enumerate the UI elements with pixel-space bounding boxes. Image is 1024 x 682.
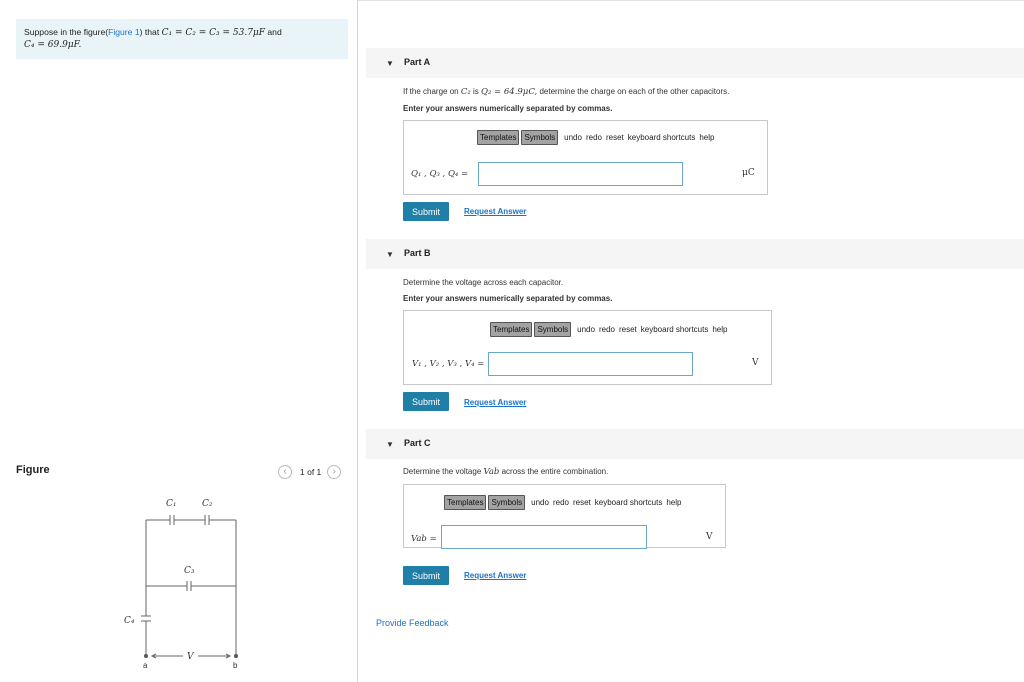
templates-button[interactable]: Templates xyxy=(490,322,533,337)
undo-button[interactable]: undo xyxy=(531,498,549,507)
undo-button[interactable]: undo xyxy=(564,133,582,142)
keyboard-shortcuts-button[interactable]: keyboard shortcuts xyxy=(594,498,663,507)
part-c-toolbar: Templates Symbols undo redo reset keyboa… xyxy=(444,495,681,510)
part-c-submit-button[interactable]: Submit xyxy=(403,566,449,585)
redo-button[interactable]: redo xyxy=(552,498,569,507)
part-a-answer-input[interactable] xyxy=(478,162,683,186)
collapse-triangle-icon[interactable]: ▼ xyxy=(386,250,394,259)
part-a-request-answer-link[interactable]: Request Answer xyxy=(464,207,527,216)
symbols-button[interactable]: Symbols xyxy=(488,495,526,510)
undo-button[interactable]: undo xyxy=(577,325,595,334)
part-c-question-pre: Determine the voltage xyxy=(403,467,484,476)
problem-mid: ) that xyxy=(139,27,162,37)
cap-equality: C₁ = C₂ = C₃ = 53.7μF xyxy=(161,28,266,38)
templates-button[interactable]: Templates xyxy=(477,130,520,145)
label-c4: C₄ xyxy=(124,616,135,626)
part-c-title: Part C xyxy=(404,438,431,448)
redo-button[interactable]: redo xyxy=(598,325,615,334)
part-c-eq-label: Vab = xyxy=(411,534,437,544)
part-a-question-is: is xyxy=(470,87,481,96)
templates-button[interactable]: Templates xyxy=(444,495,487,510)
part-b-title: Part B xyxy=(404,248,431,258)
circuit-diagram: C₁ C₂ C₃ C₄ V a b xyxy=(124,499,238,670)
problem-and: and xyxy=(265,27,282,37)
part-b-answer-box: Templates Symbols undo redo reset keyboa… xyxy=(403,310,772,385)
part-a-title: Part A xyxy=(404,57,431,67)
collapse-triangle-icon[interactable]: ▼ xyxy=(386,59,394,68)
figure-pager: ‹ 1 of 1 › xyxy=(278,465,342,479)
help-button[interactable]: help xyxy=(699,133,715,142)
part-b-request-answer-link[interactable]: Request Answer xyxy=(464,398,527,407)
redo-button[interactable]: redo xyxy=(585,133,602,142)
part-c-question-var: Vab xyxy=(483,467,500,477)
part-c-answer-input[interactable] xyxy=(441,525,647,549)
part-a-instruction: Enter your answers numerically separated… xyxy=(403,104,613,113)
problem-statement: Suppose in the figure(Figure 1) that C₁ … xyxy=(16,19,348,59)
part-b-question: Determine the voltage across each capaci… xyxy=(403,278,564,287)
part-c-question: Determine the voltage Vab across the ent… xyxy=(403,467,608,477)
chevron-left-icon[interactable]: ‹ xyxy=(278,465,292,479)
part-b-header[interactable]: ▼ Part B xyxy=(366,239,1024,269)
part-c-question-post: across the entire combination. xyxy=(499,467,609,476)
part-c-header[interactable]: ▼ Part C xyxy=(366,429,1024,459)
part-a-eq-label: Q₁ , Q₃ , Q₄ = xyxy=(411,169,469,179)
part-b-eq-label: V₁ , V₂ , V₃ , V₄ = xyxy=(412,359,485,369)
keyboard-shortcuts-button[interactable]: keyboard shortcuts xyxy=(627,133,696,142)
part-b-answer-input[interactable] xyxy=(488,352,693,376)
part-b-unit: V xyxy=(752,358,759,368)
part-a-header[interactable]: ▼ Part A xyxy=(366,48,1024,78)
reset-button[interactable]: reset xyxy=(572,498,591,507)
c4-value: C₄ = 69.9μF. xyxy=(24,40,82,50)
part-a-question-q2: Q₂ = 64.9μC, xyxy=(480,87,538,97)
symbols-button[interactable]: Symbols xyxy=(521,130,559,145)
provide-feedback-link[interactable]: Provide Feedback xyxy=(376,618,449,628)
label-c3: C₃ xyxy=(184,566,195,576)
part-b-instruction: Enter your answers numerically separated… xyxy=(403,294,613,303)
keyboard-shortcuts-button[interactable]: keyboard shortcuts xyxy=(640,325,709,334)
part-a-question-c2: C₂ xyxy=(460,87,471,97)
help-button[interactable]: help xyxy=(712,325,728,334)
part-c-unit: V xyxy=(706,532,713,542)
figure-link[interactable]: Figure 1 xyxy=(108,27,140,37)
figure-label: Figure xyxy=(16,464,50,476)
help-button[interactable]: help xyxy=(666,498,682,507)
part-a-toolbar: Templates Symbols undo redo reset keyboa… xyxy=(477,130,714,145)
label-a: a xyxy=(143,661,148,670)
label-c2: C₂ xyxy=(202,499,213,509)
part-a-question: If the charge on C₂ is Q₂ = 64.9μC, dete… xyxy=(403,87,729,97)
part-c-request-answer-link[interactable]: Request Answer xyxy=(464,571,527,580)
top-rule xyxy=(358,0,1024,1)
part-a-question-pre: If the charge on xyxy=(403,87,461,96)
part-b-toolbar: Templates Symbols undo redo reset keyboa… xyxy=(490,322,727,337)
reset-button[interactable]: reset xyxy=(605,133,624,142)
collapse-triangle-icon[interactable]: ▼ xyxy=(386,440,394,449)
part-b-submit-button[interactable]: Submit xyxy=(403,392,449,411)
pager-count: 1 of 1 xyxy=(300,467,322,477)
part-a-submit-button[interactable]: Submit xyxy=(403,202,449,221)
reset-button[interactable]: reset xyxy=(618,325,637,334)
problem-panel: Suppose in the figure(Figure 1) that C₁ … xyxy=(0,0,357,682)
part-a-question-post: determine the charge on each of the othe… xyxy=(537,87,730,96)
part-a-answer-box: Templates Symbols undo redo reset keyboa… xyxy=(403,120,768,195)
label-b: b xyxy=(233,661,238,670)
problem-prefix: Suppose in the figure( xyxy=(24,27,109,37)
symbols-button[interactable]: Symbols xyxy=(534,322,572,337)
part-a-unit: μC xyxy=(742,168,755,178)
part-c-answer-box: Templates Symbols undo redo reset keyboa… xyxy=(403,484,726,549)
chevron-right-icon[interactable]: › xyxy=(327,465,342,479)
label-c1: C₁ xyxy=(166,499,177,509)
label-v: V xyxy=(187,652,195,662)
panel-divider xyxy=(357,0,358,682)
